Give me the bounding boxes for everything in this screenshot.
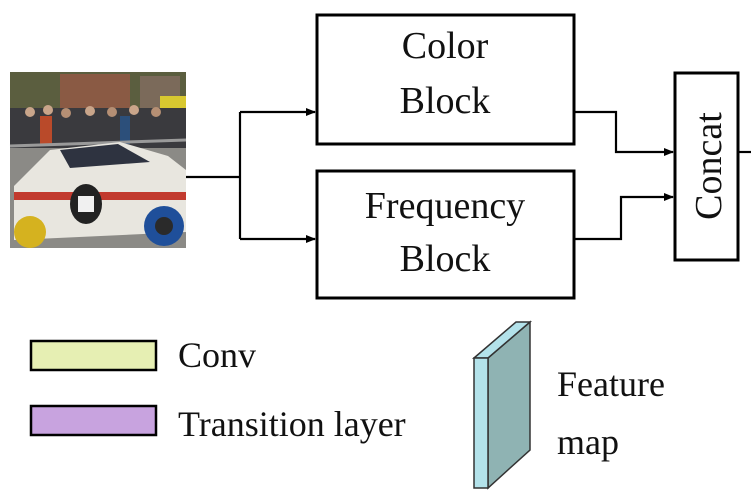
feature-map-label-line2: map — [557, 422, 619, 462]
frequency-block-label-line1: Frequency — [365, 185, 525, 227]
connectors — [186, 108, 751, 243]
feature-map-label-line1: Feature — [557, 364, 665, 404]
legend-feature-map: Feature map — [471, 320, 665, 490]
legend-conv-label: Conv — [178, 335, 256, 375]
input-image — [9, 72, 187, 248]
legend-conv: Conv — [29, 335, 256, 375]
concat-label: Concat — [688, 112, 730, 220]
legend-transition-swatch — [29, 404, 158, 437]
color-block: Color Block — [315, 13, 576, 146]
concat-block: Concat — [673, 71, 740, 262]
color-block-label-line1: Color — [402, 25, 489, 67]
frequency-block: Frequency Block — [315, 169, 576, 300]
feature-map-front — [473, 357, 489, 489]
legend-conv-swatch — [29, 339, 158, 372]
frequency-block-label-line2: Block — [400, 238, 491, 280]
legend-transition-label: Transition layer — [178, 404, 406, 444]
color-block-label-line2: Block — [400, 80, 491, 122]
legend-transition: Transition layer — [29, 404, 406, 444]
